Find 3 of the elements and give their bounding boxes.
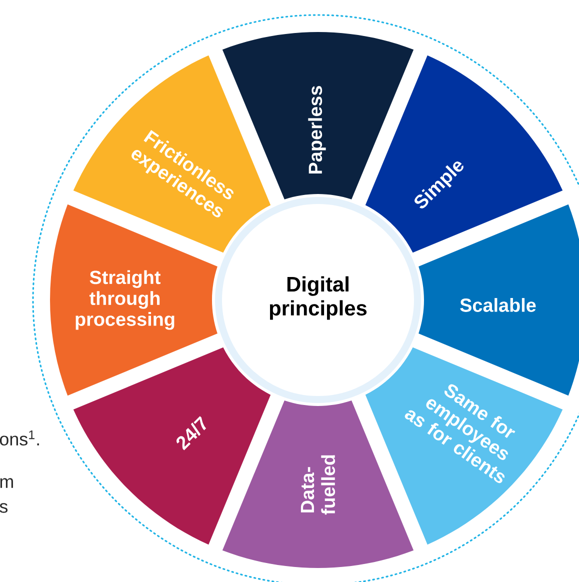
text-fragment: s — [0, 503, 8, 513]
text-fragment: ons$^{1}$. — [0, 430, 39, 446]
text-fragment: m — [0, 478, 13, 488]
